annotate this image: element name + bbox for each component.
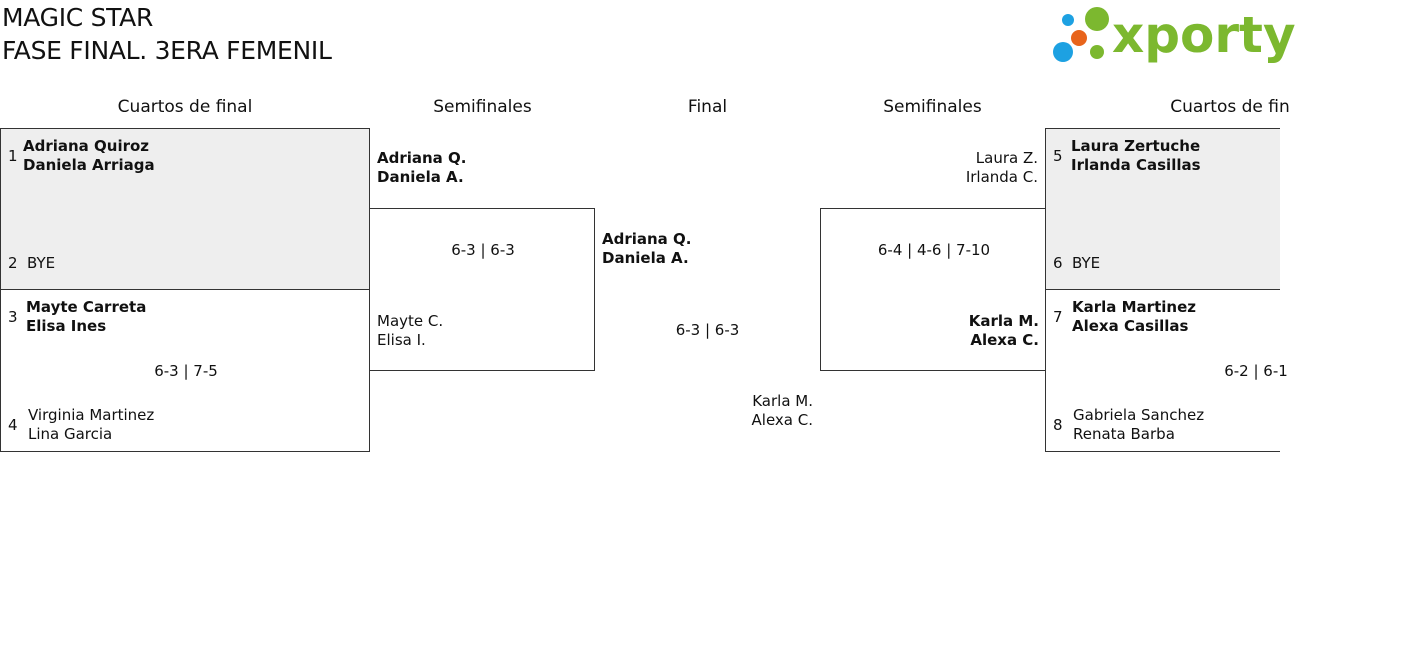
final-team-b-player: Karla M. xyxy=(752,392,813,410)
logo-dots-icon xyxy=(1053,7,1109,62)
final-team-a-player: Adriana Q. xyxy=(602,230,692,248)
seed-number: 4 xyxy=(8,416,18,434)
round-header-semis-left: Semifinales xyxy=(433,97,532,117)
semifinal-left-bracket: 6-3 | 6-3 Mayte C. Elisa I. xyxy=(369,208,595,371)
seed-number: 6 xyxy=(1053,254,1063,272)
match-score: 6-3 | 6-3 xyxy=(451,241,515,259)
logo-wordmark: xporty xyxy=(1112,6,1296,64)
quarterfinal-match-2: 3 Mayte Carreta Elisa Ines 6-3 | 7-5 4 V… xyxy=(0,289,370,452)
match-score: 6-4 | 4-6 | 7-10 xyxy=(877,241,991,259)
team-player: Renata Barba xyxy=(1073,425,1175,443)
team-player: Lina Garcia xyxy=(28,425,113,443)
match-score: 6-2 | 6-1 xyxy=(1224,362,1288,380)
semifinal-right-bracket: 6-4 | 4-6 | 7-10 Karla M. Alexa C. xyxy=(820,208,1046,371)
round-header-quarters-right: Cuartos de fin xyxy=(1170,97,1290,117)
team-player: Laura Zertuche xyxy=(1071,137,1201,155)
semifinal-right-team-a-player: Irlanda C. xyxy=(965,168,1038,186)
team-player: Mayte Carreta xyxy=(26,298,147,316)
seed-number: 1 xyxy=(8,147,18,165)
round-header-semis-right: Semifinales xyxy=(883,97,982,117)
final-score: 6-3 | 6-3 xyxy=(675,321,740,339)
semifinal-right-team-a-player: Laura Z. xyxy=(975,149,1038,167)
seed-number: 5 xyxy=(1053,147,1063,165)
semifinal-left-team-a-player: Daniela A. xyxy=(377,168,464,186)
team-player: Adriana Quiroz xyxy=(23,137,150,155)
seed-number: 3 xyxy=(8,308,18,326)
round-header-quarters-left: Cuartos de final xyxy=(117,97,253,117)
team-player: Daniela Arriaga xyxy=(23,156,155,174)
final-team-a-player: Daniela A. xyxy=(602,249,689,267)
team-player: Irlanda Casillas xyxy=(1071,156,1201,174)
quarterfinal-match-4: 7 Karla Martinez Alexa Casillas 6-2 | 6-… xyxy=(1045,289,1288,452)
team-player: Elisa I. xyxy=(377,331,426,349)
team-player: Gabriela Sanchez xyxy=(1073,406,1205,424)
team-player: Mayte C. xyxy=(377,312,444,330)
team-player: Karla Martinez xyxy=(1072,298,1196,316)
team-player: Alexa Casillas xyxy=(1072,317,1189,335)
round-header-final: Final xyxy=(687,97,728,117)
seed-number: 7 xyxy=(1053,308,1063,326)
seed-number: 2 xyxy=(8,254,18,272)
quarterfinal-match-3: 5 Laura Zertuche Irlanda Casillas 6 BYE xyxy=(1045,128,1280,290)
semifinal-left-team-a-player: Adriana Q. xyxy=(377,149,467,167)
team-player: Virginia Martinez xyxy=(28,406,155,424)
team-player: Karla M. xyxy=(968,312,1039,330)
team-player: Elisa Ines xyxy=(26,317,107,335)
team-bye: BYE xyxy=(27,254,56,272)
team-bye: BYE xyxy=(1072,254,1101,272)
team-player: Alexa C. xyxy=(970,331,1039,349)
final-team-b-player: Alexa C. xyxy=(751,411,813,429)
page-title: MAGIC STAR xyxy=(2,3,154,32)
seed-number: 8 xyxy=(1053,416,1063,434)
page-subtitle: FASE FINAL. 3ERA FEMENIL xyxy=(2,36,332,65)
quarterfinal-match-1: 1 Adriana Quiroz Daniela Arriaga 2 BYE xyxy=(0,128,370,290)
match-score: 6-3 | 7-5 xyxy=(154,362,218,380)
xporty-logo: xporty xyxy=(1050,4,1296,66)
